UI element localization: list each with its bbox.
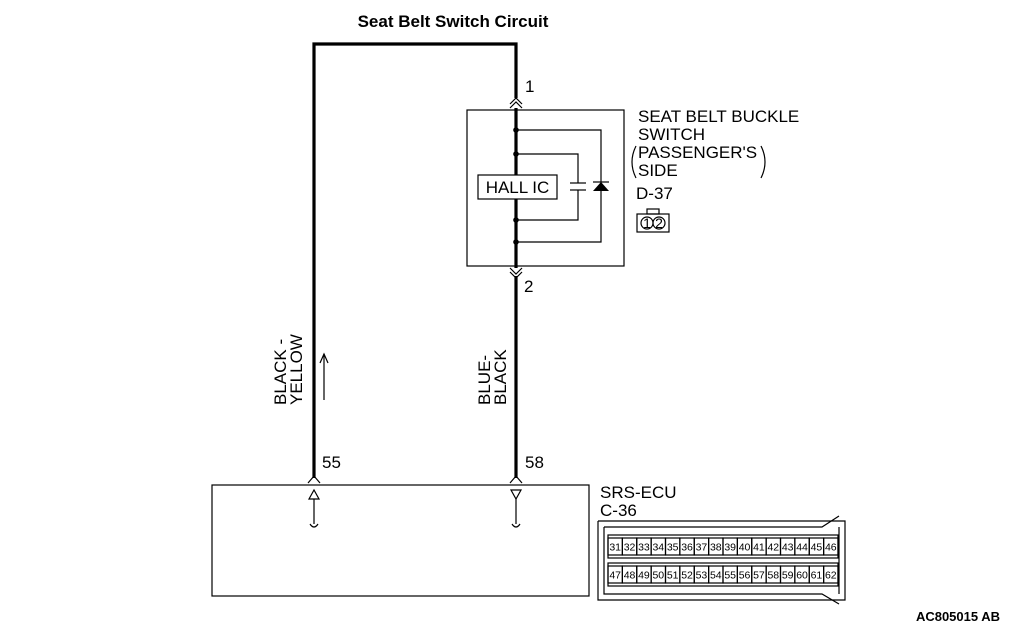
connector-chevron-pin-2 [509, 267, 523, 279]
connector-pin-number: 36 [681, 542, 693, 554]
connector-pin-number: 51 [667, 570, 679, 582]
connector-chevron-pin-1 [509, 97, 523, 109]
connector-pin-number: 53 [696, 570, 708, 582]
connector-pin-number: 44 [796, 542, 808, 554]
connector-pin-number: 49 [638, 570, 650, 582]
wire-color-right-line-1: BLUE- [475, 355, 494, 405]
connector-pin-number: 45 [811, 542, 823, 554]
ecu-input-58-symbol [509, 489, 523, 528]
connector-pin-number: 57 [753, 570, 765, 582]
switch-pin-2-label: 2 [524, 277, 533, 296]
switch-connector-icon: 1 2 [636, 208, 670, 233]
connector-pin-number: 61 [811, 570, 823, 582]
srs-ecu-box [211, 484, 590, 597]
wire-top-loop [312, 42, 518, 478]
connector-pin-number: 55 [724, 570, 736, 582]
ecu-pin-58-label: 58 [525, 453, 544, 472]
connector-pin-number: 42 [767, 542, 779, 554]
paren-right [760, 145, 766, 179]
wire-color-right-line-2: BLACK [491, 349, 510, 405]
ecu-pin-55-chevron [307, 475, 321, 484]
diagram-title: Seat Belt Switch Circuit [358, 12, 549, 31]
connector-pin-number: 58 [767, 570, 779, 582]
connector-pin-number: 56 [739, 570, 751, 582]
ecu-pin-58-chevron [509, 475, 523, 484]
connector-pin-number: 34 [652, 542, 664, 554]
switch-connector-code: D-37 [636, 184, 673, 203]
ecu-connector-outline [597, 515, 846, 605]
connector-pin-number: 47 [609, 570, 621, 582]
hall-ic-box [477, 174, 558, 200]
connector-cell [823, 537, 839, 556]
connector-pin-number: 54 [710, 570, 722, 582]
connector-pin-number: 59 [782, 570, 794, 582]
connector-pin-number: 62 [825, 570, 837, 582]
connector-pin-number: 48 [624, 570, 636, 582]
connector-pin-number: 32 [624, 542, 636, 554]
connector-pin-number: 60 [796, 570, 808, 582]
switch-name-line-4: SIDE [638, 161, 678, 180]
ecu-input-55-symbol [307, 488, 321, 528]
connector-pin-number: 43 [782, 542, 794, 554]
hall-ic-label: HALL IC [486, 178, 550, 197]
connector-pin-number: 46 [825, 542, 837, 554]
switch-name-line-2: SWITCH [638, 125, 705, 144]
connector-pin-number: 31 [609, 542, 621, 554]
connector-pin-number: 38 [710, 542, 722, 554]
connector-pin-number: 40 [739, 542, 751, 554]
ecu-connector-code: C-36 [600, 501, 637, 520]
connector-pin-number: 37 [696, 542, 708, 554]
current-flow-arrow-icon [319, 352, 329, 400]
connector-pin-number: 39 [724, 542, 736, 554]
ecu-name: SRS-ECU [600, 483, 677, 502]
switch-name-line-3: PASSENGER'S [638, 143, 757, 162]
paren-left [631, 145, 637, 179]
connector-pin-2: 2 [655, 215, 663, 231]
switch-name: SEAT BELT BUCKLE SWITCH PASSENGER'S SIDE [631, 107, 799, 180]
switch-pin-1-label: 1 [525, 77, 534, 96]
figure-reference: AC805015 AB [916, 609, 1000, 624]
diode-icon [593, 181, 609, 191]
connector-pin-number: 35 [667, 542, 679, 554]
ecu-pin-55-label: 55 [322, 453, 341, 472]
connector-pin-number: 50 [652, 570, 664, 582]
switch-name-line-1: SEAT BELT BUCKLE [638, 107, 799, 126]
connector-pin-number: 41 [753, 542, 765, 554]
wire-color-left-line-2: YELLOW [287, 334, 306, 405]
connector-pin-number: 52 [681, 570, 693, 582]
wire-color-left-line-1: BLACK - [271, 339, 290, 405]
connector-cell [823, 565, 839, 584]
connector-pin-1: 1 [643, 215, 651, 231]
connector-pin-number: 33 [638, 542, 650, 554]
